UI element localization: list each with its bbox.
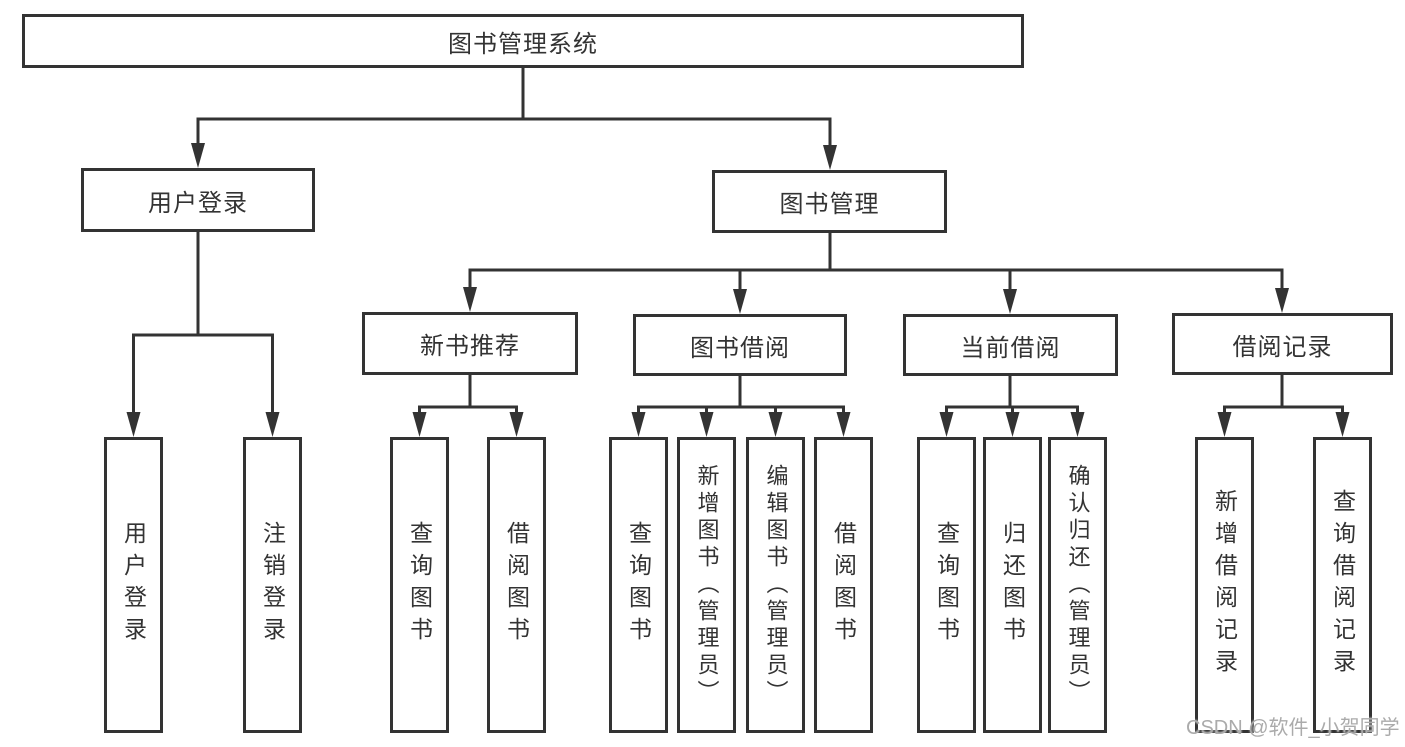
node-user-login: 用户登录 [81,168,315,232]
leaf-logout-login: 注销登录 [243,437,302,733]
leaf-query-books-recommend: 查询图书 [390,437,449,733]
node-borrow-records: 借阅记录 [1172,313,1393,375]
leaf-edit-book-admin: 编辑图书（管理员） [746,437,805,733]
node-book-management: 图书管理 [712,170,947,233]
leaf-borrow-books: 借阅图书 [814,437,873,733]
leaf-add-book-admin: 新增图书（管理员） [677,437,736,733]
csdn-watermark: CSDN @软件_小贺同学 [1186,717,1400,739]
leaf-user-login: 用户登录 [104,437,163,733]
node-book-borrow: 图书借阅 [633,314,847,376]
leaf-confirm-return-admin: 确认归还（管理员） [1048,437,1107,733]
node-new-book-recommend: 新书推荐 [362,312,578,375]
node-current-borrow: 当前借阅 [903,314,1118,376]
leaf-query-borrow-record: 查询借阅记录 [1313,437,1372,733]
node-library-management-system: 图书管理系统 [22,14,1024,68]
leaf-query-books-borrow: 查询图书 [609,437,668,733]
leaf-return-book: 归还图书 [983,437,1042,733]
leaf-borrow-books-recommend: 借阅图书 [487,437,546,733]
leaf-query-books-current: 查询图书 [917,437,976,733]
leaf-add-borrow-record: 新增借阅记录 [1195,437,1254,733]
